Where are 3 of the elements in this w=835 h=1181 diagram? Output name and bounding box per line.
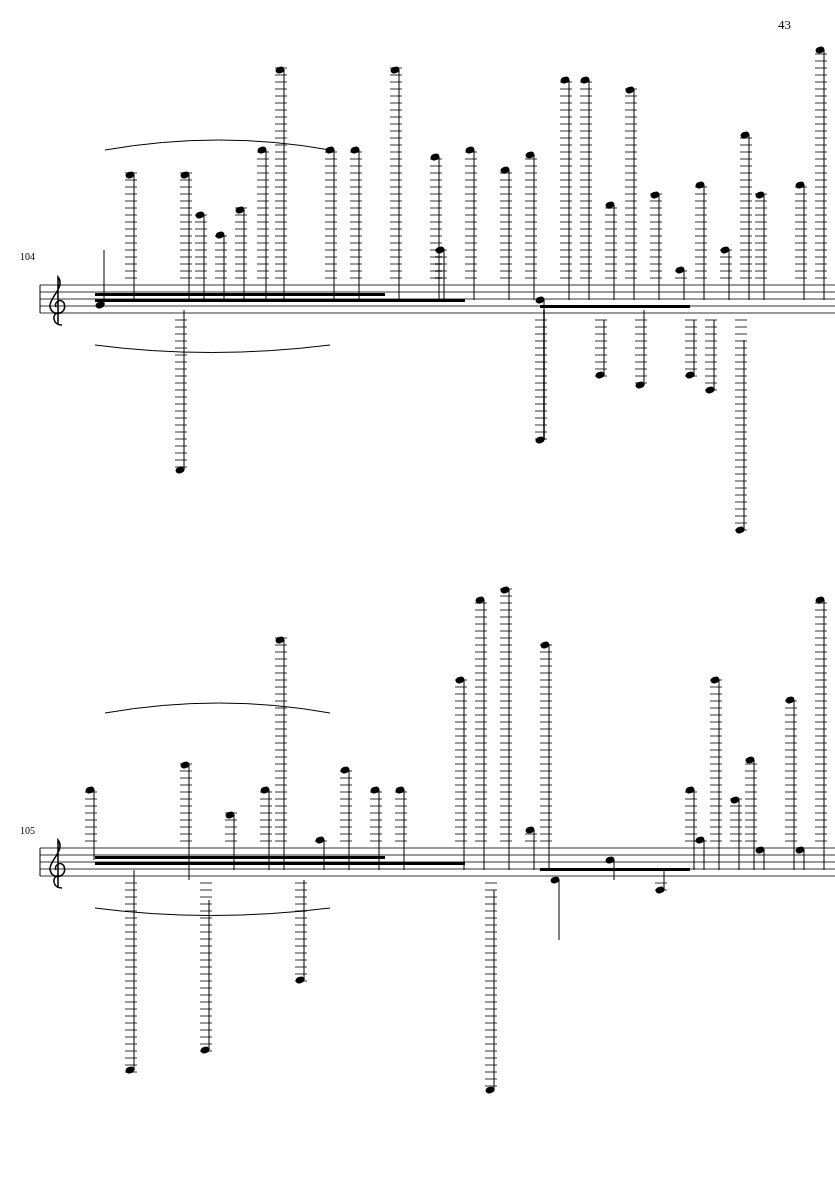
measure-number: 105 xyxy=(20,825,35,836)
measure-number: 104 xyxy=(20,251,35,262)
page-number: 43 xyxy=(778,17,791,33)
